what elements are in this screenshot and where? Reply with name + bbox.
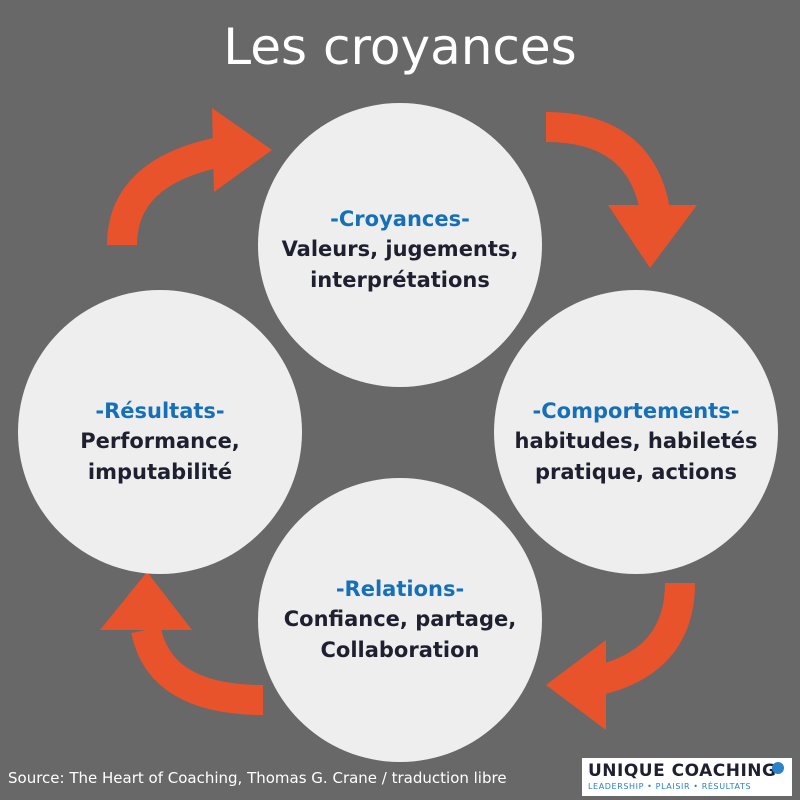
- node-line: Valeurs, jugements,: [281, 237, 519, 261]
- arrow-relations-to-resultats: [100, 572, 264, 715]
- node-line: habitudes, habiletés: [514, 429, 758, 453]
- node-relations-content: -Relations- Confiance, partage, Collabor…: [284, 574, 516, 666]
- arrow-comportements-to-relations: [546, 582, 695, 730]
- node-line: Confiance, partage,: [283, 607, 517, 631]
- arrow-croyances-to-comportements: [545, 112, 697, 268]
- node-relations: -Relations- Confiance, partage, Collabor…: [258, 478, 542, 762]
- node-resultats-content: -Résultats- Performance, imputabilité: [80, 396, 240, 488]
- source-credit: Source: The Heart of Coaching, Thomas G.…: [8, 769, 507, 787]
- node-heading: -Relations-: [335, 577, 465, 601]
- node-croyances-content: -Croyances- Valeurs, jugements, interpré…: [282, 204, 519, 296]
- logo-dot-icon: [772, 762, 784, 774]
- node-line: Collaboration: [320, 638, 480, 662]
- node-line: Performance,: [80, 429, 240, 453]
- node-line: interprétations: [310, 268, 490, 292]
- node-comportements-content: -Comportements- habitudes, habiletés pra…: [515, 396, 758, 488]
- node-comportements: -Comportements- habitudes, habiletés pra…: [494, 290, 778, 574]
- arrow-resultats-to-croyances: [107, 108, 272, 246]
- node-heading: -Comportements-: [532, 399, 740, 423]
- logo-name: UNIQUE COACHING: [588, 761, 777, 781]
- node-heading: -Croyances-: [330, 207, 470, 231]
- node-croyances: -Croyances- Valeurs, jugements, interpré…: [258, 103, 542, 387]
- unique-coaching-logo: UNIQUE COACHING LEADERSHIP • PLAISIR • R…: [582, 758, 792, 796]
- logo-tagline: LEADERSHIP • PLAISIR • RÉSULTATS: [588, 782, 752, 791]
- node-line: pratique, actions: [534, 460, 738, 484]
- node-resultats: -Résultats- Performance, imputabilité: [18, 290, 302, 574]
- node-heading: -Résultats-: [95, 399, 225, 423]
- diagram-title: Les croyances: [223, 18, 577, 76]
- node-line: imputabilité: [87, 460, 233, 484]
